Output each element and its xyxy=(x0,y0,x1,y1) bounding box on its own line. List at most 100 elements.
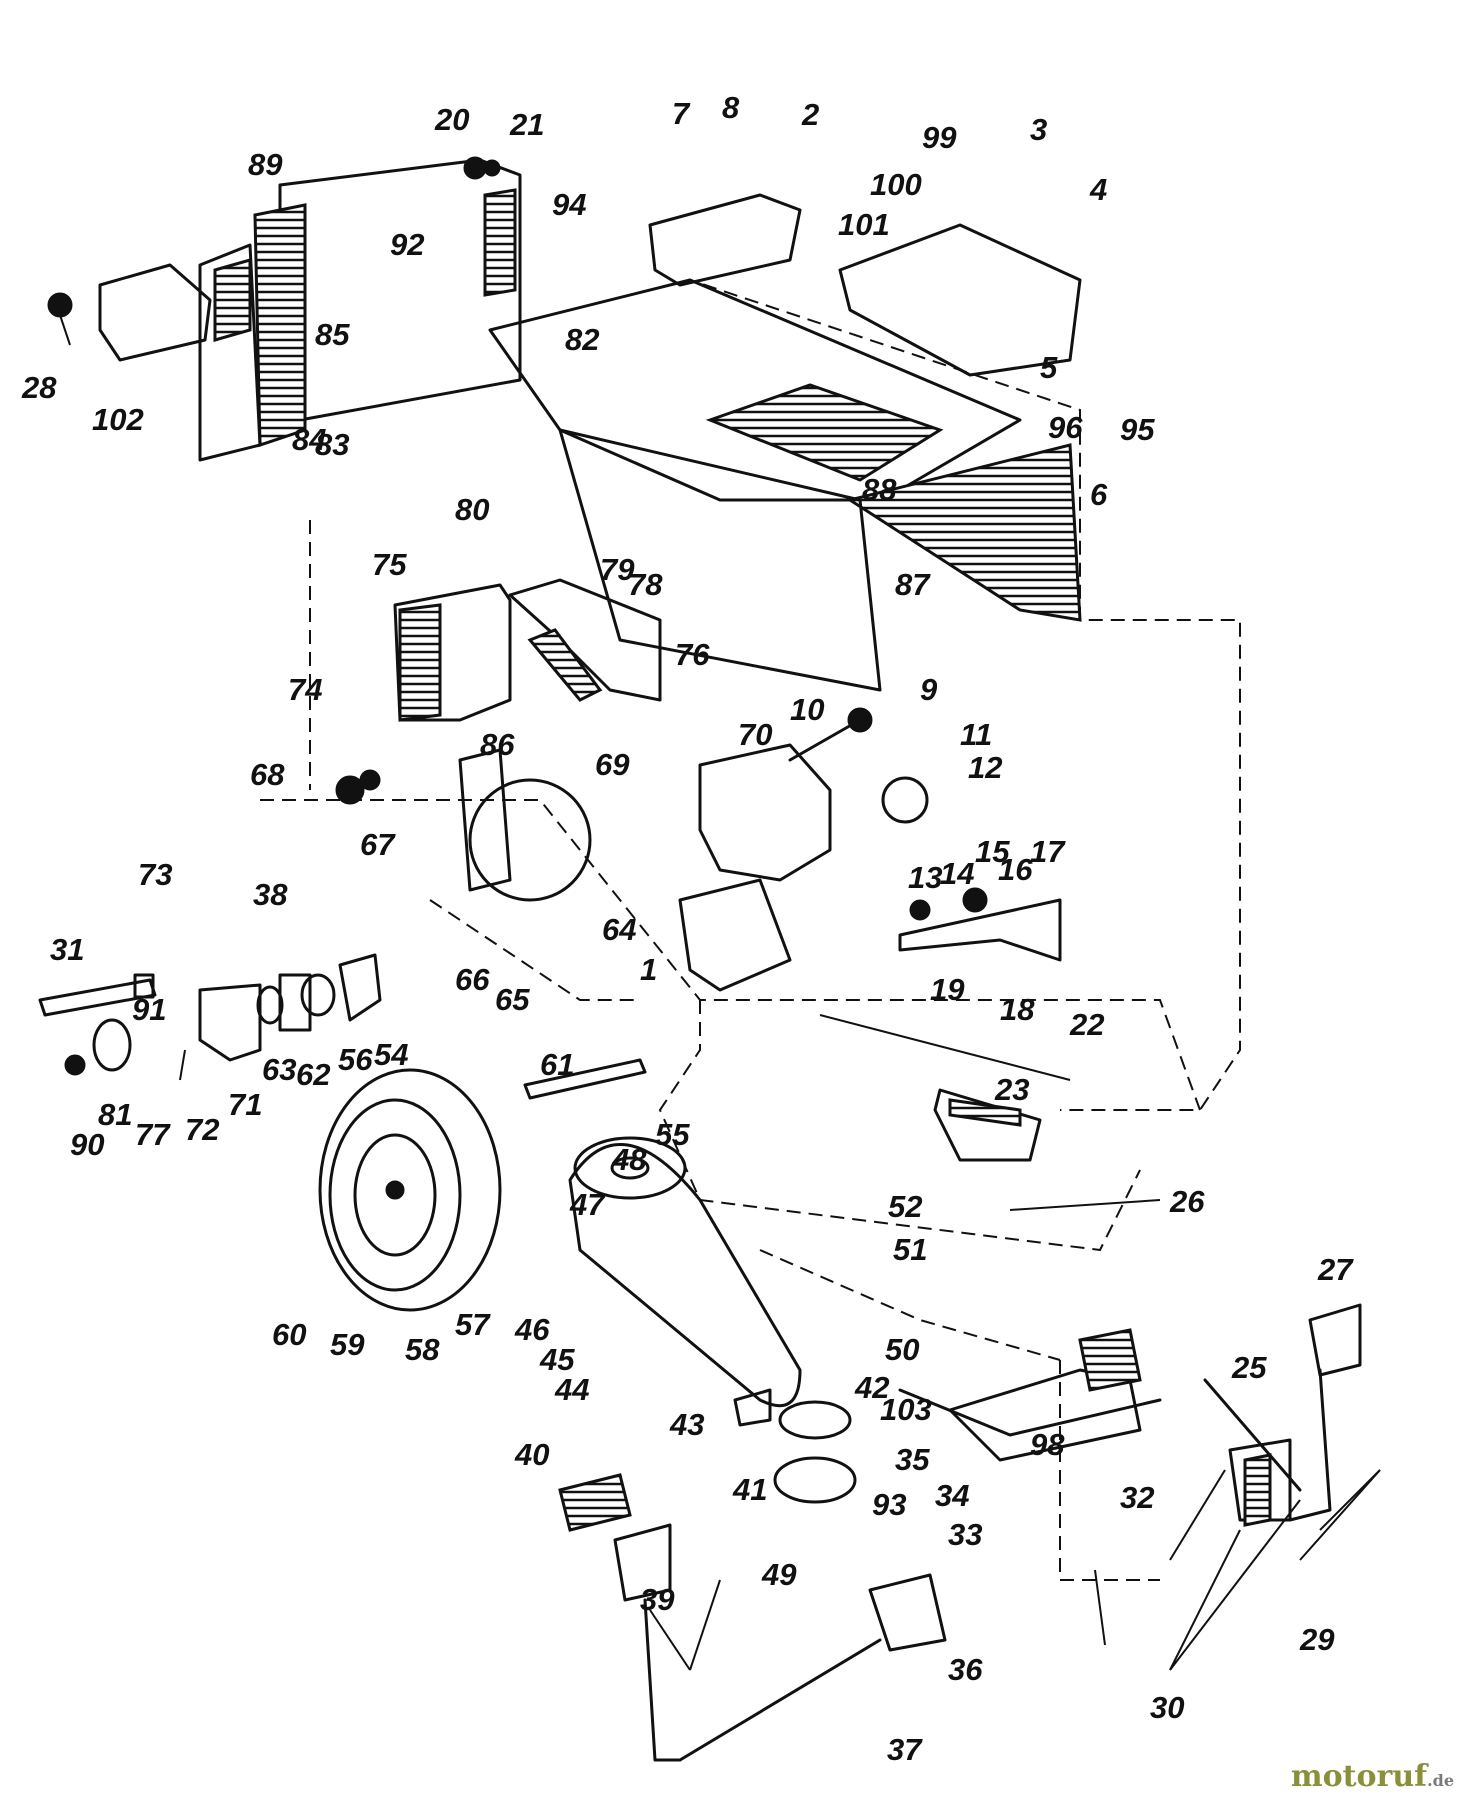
callout-16: 16 xyxy=(998,852,1033,887)
callout-61: 61 xyxy=(540,1047,574,1082)
callout-17: 17 xyxy=(1030,834,1066,869)
axle-bracket-assembly xyxy=(335,578,662,902)
callout-45: 45 xyxy=(539,1342,575,1377)
callout-2: 2 xyxy=(801,97,819,132)
callout-29: 29 xyxy=(1299,1622,1335,1657)
callout-20: 20 xyxy=(434,102,469,137)
callout-4: 4 xyxy=(1089,172,1107,207)
callout-21: 21 xyxy=(509,107,544,142)
callout-1: 1 xyxy=(640,952,657,987)
callout-36: 36 xyxy=(948,1652,983,1687)
callout-77: 77 xyxy=(135,1117,171,1152)
callout-41: 41 xyxy=(732,1472,767,1507)
callout-33: 33 xyxy=(948,1517,982,1552)
callout-11: 11 xyxy=(960,717,992,752)
callout-80: 80 xyxy=(455,492,489,527)
callout-38: 38 xyxy=(253,877,288,912)
callout-52: 52 xyxy=(888,1189,922,1224)
dash-panel xyxy=(558,428,1082,692)
leader-lines xyxy=(59,314,1381,1671)
callout-69: 69 xyxy=(595,747,630,782)
axle-shaft xyxy=(523,1058,647,1100)
hub-parts xyxy=(38,953,382,1081)
callout-3: 3 xyxy=(1030,112,1047,147)
callout-19: 19 xyxy=(930,972,965,1007)
callout-92: 92 xyxy=(390,227,424,262)
callout-58: 58 xyxy=(405,1332,440,1367)
callout-73: 73 xyxy=(138,857,172,892)
callout-70: 70 xyxy=(738,717,772,752)
callout-60: 60 xyxy=(272,1317,306,1352)
callout-91: 91 xyxy=(132,992,166,1027)
callout-66: 66 xyxy=(455,962,490,997)
callout-79: 79 xyxy=(600,552,635,587)
callout-90: 90 xyxy=(70,1127,104,1162)
drive-belt-pulleys xyxy=(568,1136,857,1504)
callout-40: 40 xyxy=(514,1437,549,1472)
callout-65: 65 xyxy=(495,982,530,1017)
callout-75: 75 xyxy=(372,547,407,582)
callout-85: 85 xyxy=(315,317,350,352)
callout-54: 54 xyxy=(374,1037,408,1072)
callout-42: 42 xyxy=(854,1370,889,1405)
callout-59: 59 xyxy=(330,1327,365,1362)
callout-55: 55 xyxy=(655,1117,690,1152)
callout-44: 44 xyxy=(554,1372,589,1407)
watermark-tld: .de xyxy=(1427,1771,1454,1790)
callout-87: 87 xyxy=(895,567,931,602)
callout-95: 95 xyxy=(1120,412,1155,447)
callout-14: 14 xyxy=(940,856,974,891)
callout-88: 88 xyxy=(862,472,897,507)
callout-51: 51 xyxy=(893,1232,927,1267)
callout-49: 49 xyxy=(761,1557,797,1592)
callout-57: 57 xyxy=(455,1307,491,1342)
callout-101: 101 xyxy=(838,207,890,242)
callout-63: 63 xyxy=(262,1052,296,1087)
callout-34: 34 xyxy=(935,1478,969,1513)
callout-100: 100 xyxy=(870,167,922,202)
callout-6: 6 xyxy=(1090,477,1108,512)
callout-32: 32 xyxy=(1120,1480,1154,1515)
callout-103: 103 xyxy=(880,1392,932,1427)
callout-86: 86 xyxy=(480,727,515,762)
part-callouts: 1 2 3 4 5 6 7 8 9 10 11 12 13 14 15 16 1… xyxy=(21,90,1354,1767)
callout-99: 99 xyxy=(922,120,957,155)
callout-37: 37 xyxy=(887,1732,923,1767)
callout-9: 9 xyxy=(920,672,938,707)
shift-linkage xyxy=(819,887,1071,1081)
callout-50: 50 xyxy=(885,1332,919,1367)
callout-8: 8 xyxy=(722,90,740,125)
callout-84: 84 xyxy=(292,422,326,457)
callout-89: 89 xyxy=(248,147,283,182)
chassis-outline xyxy=(260,278,1241,1581)
callout-46: 46 xyxy=(514,1312,550,1347)
callout-78: 78 xyxy=(628,567,663,602)
callout-47: 47 xyxy=(569,1187,606,1222)
callout-18: 18 xyxy=(1000,992,1035,1027)
transmission xyxy=(678,707,929,992)
callout-13: 13 xyxy=(908,860,942,895)
callout-83: 83 xyxy=(315,427,349,462)
callout-7: 7 xyxy=(672,96,691,131)
rear-wheel xyxy=(318,1068,502,1312)
callout-93: 93 xyxy=(872,1487,906,1522)
watermark-brand: motoruf xyxy=(1290,1759,1428,1794)
callout-28: 28 xyxy=(21,370,57,405)
callout-43: 43 xyxy=(669,1407,704,1442)
callout-67: 67 xyxy=(360,827,396,862)
callout-68: 68 xyxy=(250,757,285,792)
callout-64: 64 xyxy=(602,912,636,947)
callout-96: 96 xyxy=(1048,410,1083,445)
side-grille-panel xyxy=(47,203,307,462)
brake-pedal-arm xyxy=(558,1473,947,1762)
callout-71: 71 xyxy=(228,1087,262,1122)
callout-81: 81 xyxy=(98,1097,132,1132)
callout-94: 94 xyxy=(552,187,586,222)
callout-74: 74 xyxy=(288,672,322,707)
front-support-bracket xyxy=(898,1328,1162,1462)
callout-39: 39 xyxy=(640,1582,675,1617)
callout-72: 72 xyxy=(185,1112,219,1147)
callout-5: 5 xyxy=(1040,350,1058,385)
callout-26: 26 xyxy=(1169,1184,1205,1219)
